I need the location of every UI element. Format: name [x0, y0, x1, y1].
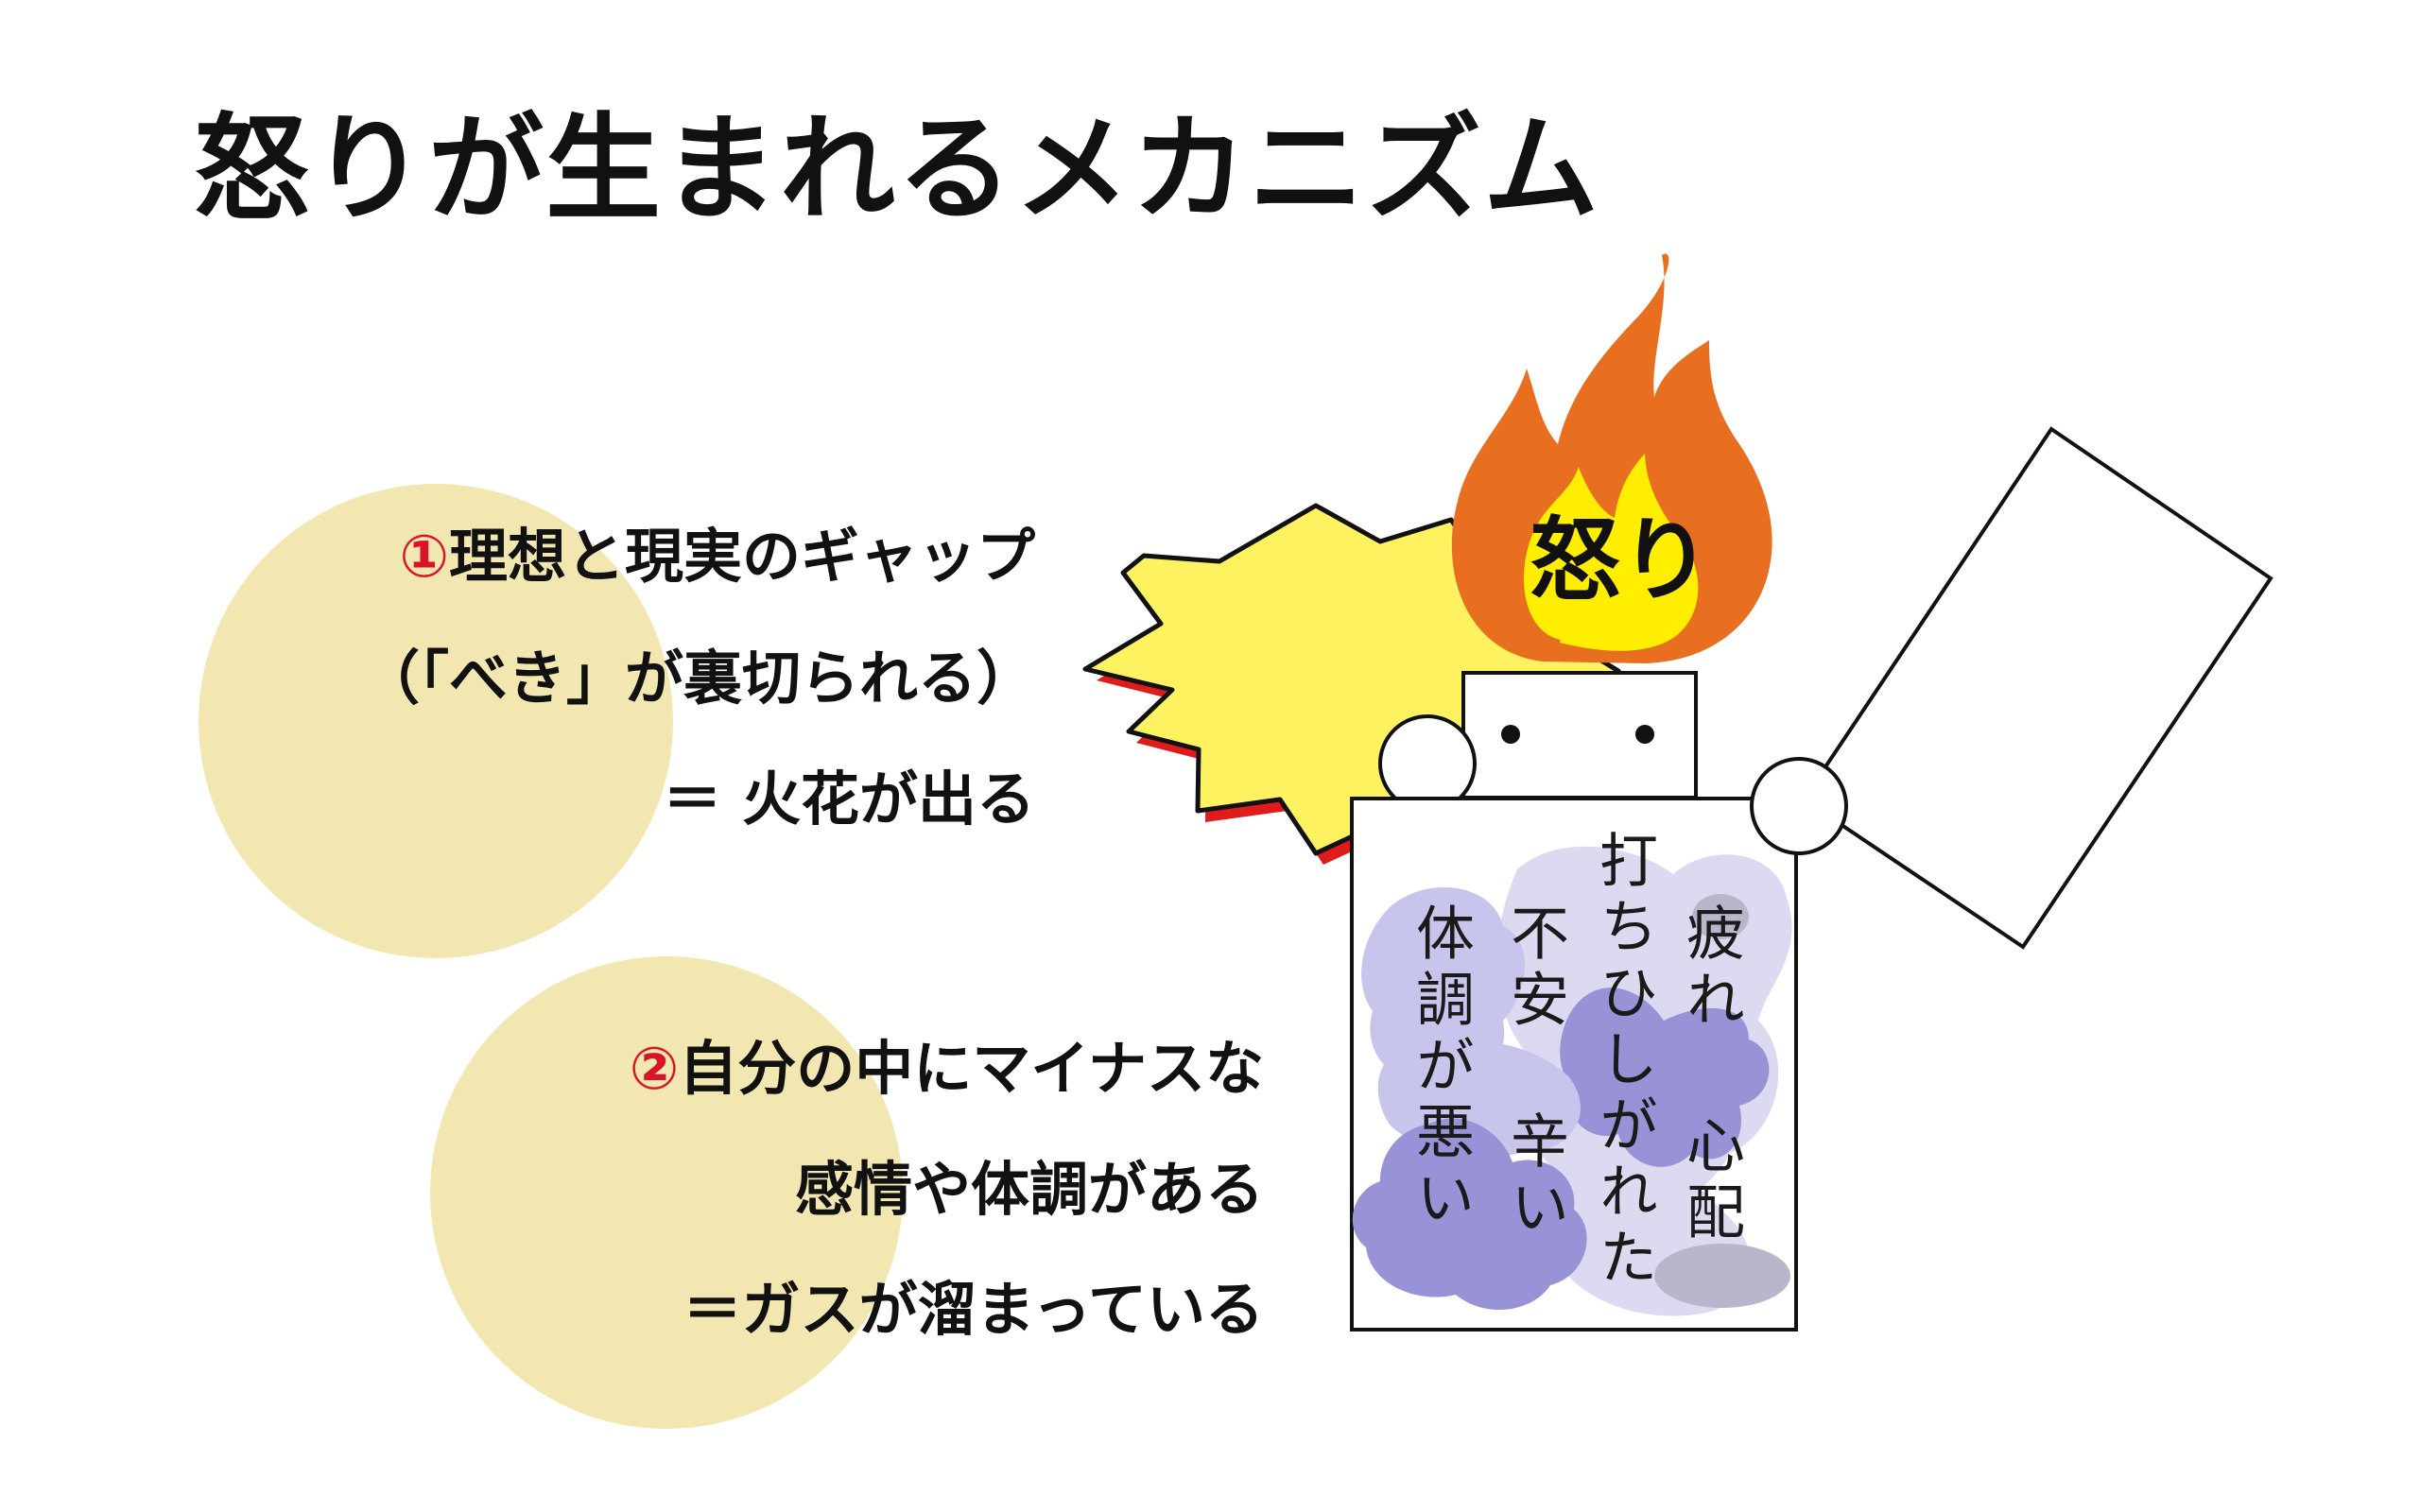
circle-point-1 [199, 484, 673, 958]
lighter-word-anxiety: 不安 [1500, 902, 1569, 1035]
lighter-chimney [1461, 671, 1698, 799]
lighter-hinge [1750, 757, 1848, 855]
point-2-line-1: ②自分の中にマイナスな [630, 1040, 1264, 1098]
blob-grey-top [1692, 894, 1749, 939]
point-1-block: ①理想と現実のギャップ （「べき」が裏切られる） ＝ 火花が出る [0, 0, 1035, 850]
blob-light-left [1361, 886, 1526, 1084]
flame-inner-edge [1518, 462, 1580, 645]
point-2-number: ② [629, 1034, 680, 1103]
point-1-number: ① [399, 522, 449, 591]
lighter-word-worry: 心配 [1676, 1115, 1745, 1247]
flame-label: 怒り [1530, 507, 1711, 613]
point-2-line-2: 感情や体調がある [794, 1155, 1264, 1224]
blob-grey-bottom [1654, 1244, 1790, 1308]
chimney-hole-left [1501, 725, 1520, 744]
lighter-word-tired: 疲れ [1676, 902, 1745, 1035]
blob-dark-center [1560, 988, 1770, 1167]
lighter-word-crushed: 打ちひしがれた [1589, 830, 1658, 1293]
flame-inner [1520, 454, 1699, 651]
lighter-lid [1801, 426, 2273, 950]
point-1-line-1: ①理想と現実のギャップ [399, 527, 1035, 586]
chimney-hole-right [1635, 725, 1654, 744]
point-1-line-2: （「べき」が裏切られる） [360, 644, 1035, 713]
lighter-word-unwell: 体調が悪い [1406, 902, 1475, 1233]
point-2-line-3: ＝ガスが溜まっている [683, 1275, 1264, 1344]
point-2-block: ②自分の中にマイナスな 感情や体調がある ＝ガスが溜まっている [0, 0, 1264, 1418]
page-title: 怒りが生まれるメカニズム [194, 102, 1600, 236]
point-1-line-3: ＝ 火花が出る [663, 765, 1035, 833]
blob-dark-bottom [1352, 1118, 1587, 1311]
lighter-word-painful: 辛い [1500, 1110, 1569, 1243]
point-1-text-1: 理想と現実のギャップ [448, 522, 1035, 591]
circle-point-2 [430, 956, 903, 1429]
point-2-text-1: 自分の中にマイナスな [679, 1034, 1264, 1103]
